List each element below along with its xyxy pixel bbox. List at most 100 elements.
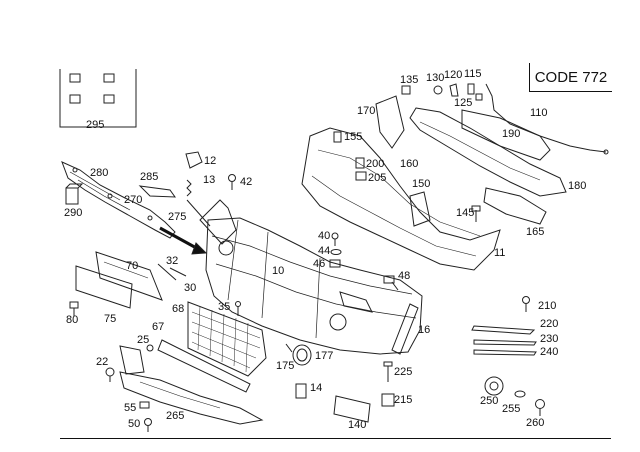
label-160: 160 — [400, 158, 419, 170]
part-11-carrier — [301, 127, 501, 271]
part-12-13-clip — [185, 151, 211, 227]
label-22: 22 — [96, 356, 109, 368]
label-25: 25 — [137, 334, 150, 346]
label-42: 42 — [240, 176, 253, 188]
part-130-washer — [433, 85, 443, 95]
part-120-clip — [449, 83, 459, 97]
label-205: 205 — [368, 172, 387, 184]
label-270: 270 — [124, 194, 143, 206]
part-67-strip — [157, 339, 251, 393]
part-32-rod — [157, 263, 187, 281]
label-230: 230 — [540, 333, 559, 345]
part-170-bracket — [375, 95, 405, 149]
part-265-lower-bracket — [119, 371, 264, 425]
part-80-screw — [69, 301, 79, 316]
label-290: 290 — [64, 207, 83, 219]
label-13: 13 — [203, 174, 216, 186]
label-16: 16 — [418, 324, 431, 336]
label-280: 280 — [90, 167, 109, 179]
label-35: 35 — [218, 301, 231, 313]
label-155: 155 — [344, 131, 363, 143]
label-44: 44 — [318, 245, 331, 257]
label-275: 275 — [168, 211, 187, 223]
label-295: 295 — [86, 119, 105, 131]
label-165: 165 — [526, 226, 545, 238]
part-160-absorber — [409, 107, 567, 197]
part-40-screw — [331, 232, 339, 246]
label-125: 125 — [454, 97, 473, 109]
part-42-screw — [228, 174, 236, 190]
label-40: 40 — [318, 230, 331, 242]
part-140-cover — [333, 395, 371, 423]
part-175-clip — [285, 343, 293, 353]
label-12: 12 — [204, 155, 217, 167]
label-32: 32 — [166, 255, 179, 267]
label-120: 120 — [444, 69, 463, 81]
part-115-clip — [467, 83, 475, 95]
part-295-clip-kit — [59, 69, 137, 128]
label-250: 250 — [480, 395, 499, 407]
part-35-screw — [235, 301, 241, 316]
part-16-side-strip — [391, 303, 419, 355]
part-220-strip — [471, 325, 536, 335]
label-75: 75 — [104, 313, 117, 325]
label-48: 48 — [398, 270, 411, 282]
part-70-strip — [95, 251, 163, 301]
part-205-holder — [355, 171, 367, 181]
label-68: 68 — [172, 303, 185, 315]
label-200: 200 — [366, 158, 385, 170]
part-255-clip — [514, 390, 526, 398]
label-225: 225 — [394, 366, 413, 378]
part-155-clip — [333, 131, 342, 143]
label-135: 135 — [400, 74, 419, 86]
part-48-screw — [383, 275, 399, 291]
label-14: 14 — [310, 382, 323, 394]
label-10: 10 — [272, 265, 285, 277]
label-80: 80 — [66, 314, 79, 326]
part-165-bracket — [483, 187, 547, 225]
label-215: 215 — [394, 394, 413, 406]
label-150: 150 — [412, 178, 431, 190]
part-225-clip — [383, 361, 393, 382]
part-44-washer — [330, 249, 342, 255]
label-175: 175 — [276, 360, 295, 372]
part-230-strip — [473, 339, 537, 346]
part-210-screw — [522, 296, 530, 312]
bottom-rule — [60, 438, 611, 439]
part-190-beam — [461, 109, 551, 161]
label-145: 145 — [456, 207, 475, 219]
label-67: 67 — [152, 321, 165, 333]
part-200-sensor — [355, 157, 365, 169]
code-label: CODE 772 — [529, 63, 612, 92]
label-180: 180 — [568, 180, 587, 192]
part-110-cable — [485, 83, 609, 155]
part-145-screw — [471, 205, 481, 222]
label-177: 177 — [315, 350, 334, 362]
part-240-strip — [473, 349, 537, 356]
label-265: 265 — [166, 410, 185, 422]
part-75-plate — [75, 265, 133, 309]
label-240: 240 — [540, 346, 559, 358]
part-46-nut — [329, 259, 341, 268]
label-190: 190 — [502, 128, 521, 140]
part-22-bracket — [105, 344, 154, 382]
part-150-bracket — [409, 191, 431, 227]
part-177-ring — [292, 344, 312, 366]
part-10-bumper-cover — [205, 217, 423, 355]
label-11: 11 — [494, 247, 506, 259]
part-55-screw — [139, 401, 150, 409]
label-170: 170 — [357, 105, 376, 117]
label-130: 130 — [426, 72, 445, 84]
part-250-sensor — [484, 376, 504, 396]
part-285-bracket — [138, 185, 177, 198]
part-68-grille — [187, 301, 267, 377]
label-140: 140 — [348, 419, 367, 431]
label-110: 110 — [530, 107, 548, 119]
part-14-clip — [295, 383, 307, 399]
assembly-arrow — [159, 226, 208, 255]
part-125-clip — [475, 93, 483, 101]
label-50: 50 — [128, 418, 141, 430]
label-285: 285 — [140, 171, 159, 183]
